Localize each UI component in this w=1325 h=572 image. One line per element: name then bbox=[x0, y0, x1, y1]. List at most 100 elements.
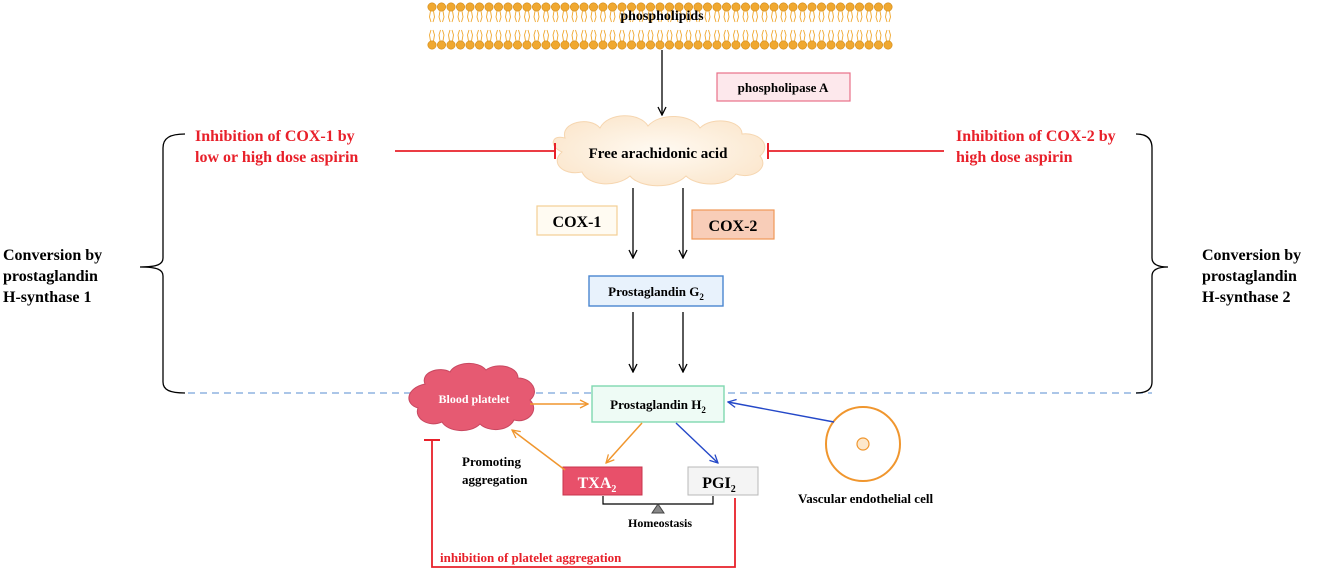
pgh2-box bbox=[591, 385, 725, 423]
inhibition-cox1-line2: low or high dose aspirin bbox=[195, 149, 358, 166]
lipid-tail bbox=[714, 10, 720, 23]
lipid-head bbox=[750, 2, 760, 12]
lipid-tail bbox=[704, 10, 711, 23]
lipid-head bbox=[788, 2, 798, 12]
lipid-head bbox=[816, 40, 826, 50]
lipid-tail bbox=[571, 10, 578, 23]
lipid-head bbox=[864, 40, 874, 50]
lipid-head bbox=[731, 40, 741, 50]
inhibition-platelet-label: inhibition of platelet aggregation bbox=[440, 550, 622, 565]
lipid-tail bbox=[619, 29, 625, 42]
lipid-head bbox=[826, 2, 836, 12]
lipid-head bbox=[740, 40, 750, 50]
lipid-tail bbox=[619, 10, 625, 23]
inhibition-cox1-line1: Inhibition of COX-1 by bbox=[195, 128, 355, 145]
lipid-head bbox=[645, 2, 655, 12]
lipid-tail bbox=[524, 29, 530, 42]
lipid-head bbox=[579, 40, 589, 50]
lipid-head bbox=[465, 40, 475, 50]
lipid-head bbox=[617, 2, 627, 12]
lipid-tail bbox=[790, 29, 796, 42]
lipid-tail bbox=[486, 29, 492, 42]
lipid-head bbox=[759, 2, 769, 12]
homeostasis-label: Homeostasis bbox=[628, 516, 692, 530]
lipid-head bbox=[712, 40, 722, 50]
lipid-head bbox=[655, 40, 665, 50]
lipid-head bbox=[854, 40, 864, 50]
lipid-tail bbox=[723, 29, 730, 42]
lipid-tail bbox=[638, 29, 644, 42]
lipid-head bbox=[693, 2, 703, 12]
cox2-box bbox=[691, 209, 775, 240]
pgh2-label: Prostaglandin H2 bbox=[610, 397, 706, 415]
lipid-head bbox=[427, 2, 437, 12]
lipid-tail bbox=[723, 10, 730, 23]
lipid-tail bbox=[505, 29, 511, 42]
lipid-tail bbox=[467, 29, 473, 42]
lipid-head bbox=[607, 2, 617, 12]
lipid-head bbox=[598, 2, 608, 12]
lipid-head bbox=[740, 2, 750, 12]
lipid-tail bbox=[685, 29, 692, 42]
brace-left bbox=[139, 133, 186, 394]
cox2-label: COX-2 bbox=[709, 218, 758, 235]
lipid-tail bbox=[628, 10, 635, 23]
lipid-tail bbox=[866, 29, 872, 42]
lipid-head bbox=[807, 2, 817, 12]
lipid-head bbox=[636, 2, 646, 12]
lipid-tail bbox=[457, 10, 464, 23]
lipid-head bbox=[816, 2, 826, 12]
lipid-tail bbox=[429, 29, 435, 42]
lipid-head bbox=[607, 40, 617, 50]
lipid-head bbox=[683, 40, 693, 50]
lipid-tail bbox=[847, 29, 853, 42]
lipid-head bbox=[645, 40, 655, 50]
lipid-head bbox=[769, 40, 779, 50]
lipid-head bbox=[579, 2, 589, 12]
lipid-tail bbox=[514, 10, 521, 23]
lipid-head bbox=[493, 2, 503, 12]
lipid-tail bbox=[818, 29, 825, 42]
lipid-head bbox=[683, 2, 693, 12]
lipid-head bbox=[531, 2, 541, 12]
lipid-tail bbox=[771, 29, 777, 42]
lipid-tail bbox=[638, 10, 644, 23]
lipid-tail bbox=[799, 10, 806, 23]
endothelial-label: Vascular endothelial cell bbox=[798, 491, 933, 506]
lipid-head bbox=[427, 40, 437, 50]
promoting-line1: Promoting bbox=[462, 454, 521, 469]
lipid-tail bbox=[809, 10, 815, 23]
lipid-tail bbox=[581, 10, 587, 23]
lipid-tail bbox=[780, 10, 787, 23]
lipid-head bbox=[797, 2, 807, 12]
lipid-head bbox=[769, 2, 779, 12]
conversion-left-line3: H-synthase 1 bbox=[3, 289, 91, 306]
balance-beam bbox=[602, 496, 714, 505]
lipid-head bbox=[759, 40, 769, 50]
lipid-tail bbox=[657, 29, 663, 42]
lipid-tail bbox=[818, 10, 825, 23]
lipid-head bbox=[484, 40, 494, 50]
lipid-tail bbox=[476, 29, 483, 42]
lipid-head bbox=[702, 2, 712, 12]
lipid-tail bbox=[438, 29, 445, 42]
lipid-head bbox=[778, 2, 788, 12]
lipid-tail bbox=[676, 29, 682, 42]
lipid-tail bbox=[600, 10, 606, 23]
lipid-tail bbox=[543, 29, 549, 42]
lipid-head bbox=[712, 2, 722, 12]
lipid-head bbox=[626, 40, 636, 50]
lipid-tail bbox=[666, 29, 673, 42]
lipid-tail bbox=[695, 10, 701, 23]
arrow-pgh2-txa2 bbox=[606, 422, 643, 463]
lipid-head bbox=[750, 40, 760, 50]
lipid-head bbox=[522, 2, 532, 12]
lipid-head bbox=[541, 2, 551, 12]
lipid-head bbox=[626, 2, 636, 12]
lipid-tail bbox=[790, 10, 796, 23]
lipid-head bbox=[617, 40, 627, 50]
lipid-head bbox=[788, 40, 798, 50]
lipid-tail bbox=[609, 29, 616, 42]
lipid-head bbox=[503, 2, 513, 12]
